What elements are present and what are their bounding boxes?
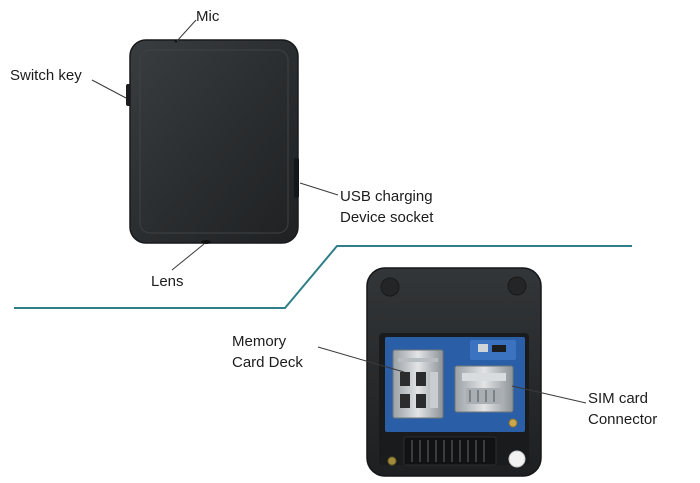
mic-hole	[174, 39, 178, 43]
reset-button	[508, 450, 526, 468]
label-lens: Lens	[151, 273, 184, 290]
leader-usb	[299, 182, 339, 196]
divider-line	[14, 245, 632, 309]
device-back	[366, 267, 542, 477]
label-usb-line1: USB charging	[340, 188, 433, 205]
label-switch-key: Switch key	[10, 67, 82, 84]
label-memory-line1: Memory	[232, 333, 287, 350]
device-front	[126, 39, 299, 244]
lens-hole	[201, 240, 211, 244]
label-sim-card-connector: SIM card Connector	[588, 388, 657, 430]
label-mic: Mic	[196, 8, 220, 25]
label-usb-socket: USB charging Device socket	[340, 186, 433, 228]
leader-sim	[511, 385, 587, 404]
label-sim-line2: Connector	[588, 411, 658, 428]
leader-memory	[317, 346, 405, 373]
label-memory-line2: Card Deck	[232, 354, 303, 371]
usb-socket	[294, 158, 299, 198]
label-sim-line1: SIM card	[588, 390, 649, 407]
leader-mic	[176, 19, 197, 42]
label-memory-card-deck: Memory Card Deck	[232, 331, 303, 373]
label-usb-line2: Device socket	[340, 209, 434, 226]
leader-lens	[171, 243, 205, 271]
leader-switch	[91, 79, 127, 99]
